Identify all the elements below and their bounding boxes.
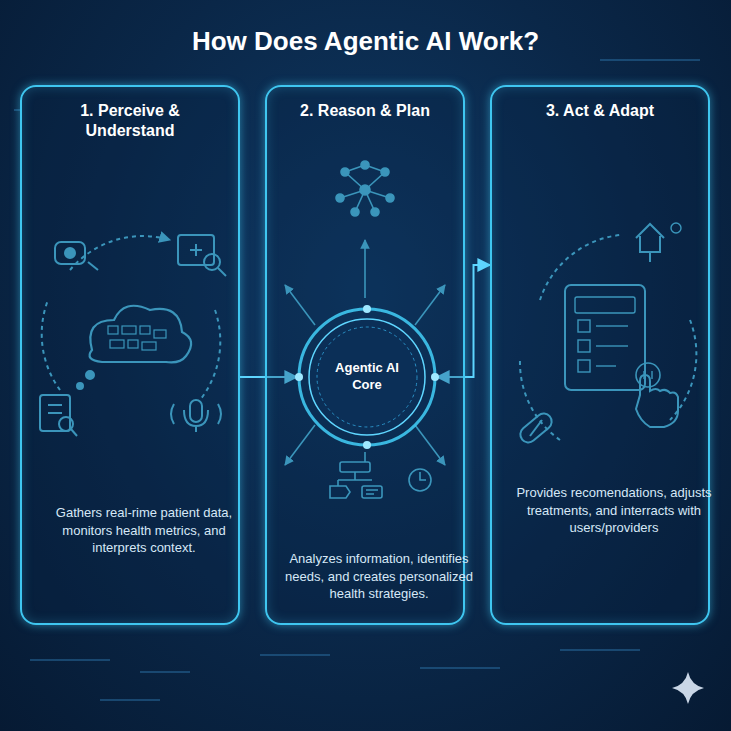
diagram-root: How Does Agentic AI Work?1. Perceive & U… <box>0 0 731 31</box>
core-circle: Agentic AI Core <box>297 307 437 447</box>
stage-description: Gathers real-rime patient data, monitors… <box>36 504 252 557</box>
sparkle-mark <box>672 672 704 704</box>
stage-heading: 1. Perceive & Understand <box>22 101 238 141</box>
stage-heading: 3. Act & Adapt <box>492 101 708 121</box>
diagram-title: How Does Agentic AI Work? <box>0 26 731 57</box>
stage-panel: 2. Reason & PlanAnalyzes information, id… <box>265 85 465 625</box>
stage-panel: 3. Act & AdaptProvides recomendations, a… <box>490 85 710 625</box>
stage-description: Provides recomendations, adjusts treatme… <box>506 484 722 537</box>
stage-heading: 2. Reason & Plan <box>267 101 463 121</box>
core-label: Agentic AI Core <box>322 360 412 394</box>
stage-description: Analyzes information, identifies needs, … <box>281 550 477 603</box>
stage-panel: 1. Perceive & UnderstandGathers real-rim… <box>20 85 240 625</box>
